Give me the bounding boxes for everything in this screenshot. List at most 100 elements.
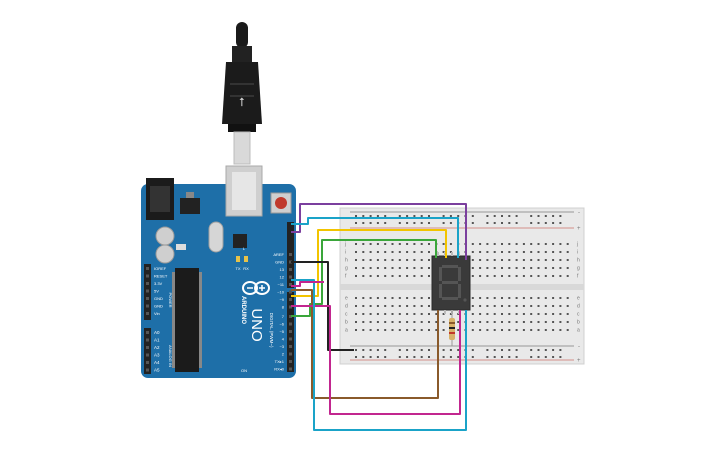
breadboard-hole[interactable] bbox=[530, 267, 533, 269]
breadboard-hole[interactable] bbox=[544, 251, 547, 253]
breadboard-hole[interactable] bbox=[449, 313, 452, 315]
rail-hole[interactable] bbox=[384, 356, 387, 358]
rail-hole[interactable] bbox=[537, 215, 540, 217]
breadboard-hole[interactable] bbox=[376, 251, 379, 253]
breadboard-hole[interactable] bbox=[552, 329, 555, 331]
rail-hole[interactable] bbox=[508, 349, 511, 351]
breadboard-hole[interactable] bbox=[376, 329, 379, 331]
digital-pin[interactable] bbox=[289, 322, 292, 326]
breadboard-hole[interactable] bbox=[566, 305, 569, 307]
breadboard-hole[interactable] bbox=[522, 267, 525, 269]
breadboard-hole[interactable] bbox=[508, 313, 511, 315]
breadboard-hole[interactable] bbox=[384, 259, 387, 261]
breadboard-hole[interactable] bbox=[355, 297, 357, 299]
breadboard-hole[interactable] bbox=[355, 243, 357, 245]
rail-hole[interactable] bbox=[355, 222, 357, 224]
breadboard-hole[interactable] bbox=[369, 321, 372, 323]
breadboard-hole[interactable] bbox=[428, 259, 430, 261]
breadboard-hole[interactable] bbox=[486, 305, 489, 307]
breadboard-hole[interactable] bbox=[362, 251, 365, 253]
breadboard-hole[interactable] bbox=[413, 267, 416, 269]
breadboard-hole[interactable] bbox=[471, 251, 474, 253]
breadboard-hole[interactable] bbox=[479, 243, 482, 245]
breadboard-hole[interactable] bbox=[391, 243, 394, 245]
breadboard-hole[interactable] bbox=[559, 313, 562, 315]
rail-hole[interactable] bbox=[508, 356, 511, 358]
breadboard-hole[interactable] bbox=[406, 259, 409, 261]
digital-pin[interactable] bbox=[289, 337, 292, 341]
breadboard-hole[interactable] bbox=[355, 313, 357, 315]
breadboard-hole[interactable] bbox=[420, 321, 423, 323]
rail-hole[interactable] bbox=[493, 222, 496, 224]
breadboard-hole[interactable] bbox=[537, 297, 540, 299]
breadboard-hole[interactable] bbox=[501, 305, 503, 307]
breadboard-hole[interactable] bbox=[501, 243, 503, 245]
breadboard-hole[interactable] bbox=[391, 305, 394, 307]
breadboard-hole[interactable] bbox=[537, 259, 540, 261]
breadboard-hole[interactable] bbox=[471, 275, 474, 277]
rail-hole[interactable] bbox=[413, 222, 416, 224]
breadboard-hole[interactable] bbox=[537, 251, 540, 253]
rail-hole[interactable] bbox=[544, 349, 547, 351]
breadboard-hole[interactable] bbox=[406, 251, 409, 253]
breadboard-hole[interactable] bbox=[501, 321, 503, 323]
rail-hole[interactable] bbox=[428, 349, 430, 351]
rail-hole[interactable] bbox=[398, 215, 401, 217]
analog-pin[interactable] bbox=[146, 338, 149, 342]
breadboard-hole[interactable] bbox=[442, 243, 445, 245]
breadboard-hole[interactable] bbox=[501, 259, 503, 261]
breadboard-hole[interactable] bbox=[420, 251, 423, 253]
power-pin[interactable] bbox=[146, 282, 149, 285]
breadboard-hole[interactable] bbox=[420, 243, 423, 245]
breadboard-hole[interactable] bbox=[566, 259, 569, 261]
breadboard-hole[interactable] bbox=[486, 313, 489, 315]
rail-hole[interactable] bbox=[530, 349, 533, 351]
breadboard-hole[interactable] bbox=[508, 267, 511, 269]
breadboard-hole[interactable] bbox=[566, 321, 569, 323]
breadboard-hole[interactable] bbox=[522, 313, 525, 315]
breadboard-hole[interactable] bbox=[384, 313, 387, 315]
rail-hole[interactable] bbox=[457, 356, 460, 358]
breadboard-hole[interactable] bbox=[544, 313, 547, 315]
rail-hole[interactable] bbox=[428, 215, 430, 217]
breadboard-hole[interactable] bbox=[493, 267, 496, 269]
breadboard-hole[interactable] bbox=[515, 329, 518, 331]
rail-hole[interactable] bbox=[413, 356, 416, 358]
breadboard-hole[interactable] bbox=[493, 259, 496, 261]
breadboard-hole[interactable] bbox=[376, 243, 379, 245]
rail-hole[interactable] bbox=[508, 222, 511, 224]
breadboard-hole[interactable] bbox=[479, 251, 482, 253]
breadboard-hole[interactable] bbox=[406, 329, 409, 331]
rail-hole[interactable] bbox=[486, 222, 489, 224]
breadboard-hole[interactable] bbox=[362, 321, 365, 323]
rail-hole[interactable] bbox=[486, 215, 489, 217]
rail-hole[interactable] bbox=[493, 349, 496, 351]
rail-hole[interactable] bbox=[552, 356, 555, 358]
rail-hole[interactable] bbox=[493, 356, 496, 358]
breadboard-hole[interactable] bbox=[486, 259, 489, 261]
breadboard-hole[interactable] bbox=[362, 305, 365, 307]
breadboard-hole[interactable] bbox=[435, 313, 438, 315]
rail-hole[interactable] bbox=[515, 222, 518, 224]
rail-hole[interactable] bbox=[471, 215, 474, 217]
breadboard-hole[interactable] bbox=[384, 251, 387, 253]
rail-hole[interactable] bbox=[515, 356, 518, 358]
breadboard-hole[interactable] bbox=[406, 275, 409, 277]
digital-pin[interactable] bbox=[289, 352, 292, 356]
breadboard-hole[interactable] bbox=[376, 305, 379, 307]
rail-hole[interactable] bbox=[384, 349, 387, 351]
breadboard-hole[interactable] bbox=[493, 313, 496, 315]
breadboard-hole[interactable] bbox=[559, 251, 562, 253]
breadboard-hole[interactable] bbox=[559, 243, 562, 245]
breadboard-hole[interactable] bbox=[544, 305, 547, 307]
rail-hole[interactable] bbox=[515, 215, 518, 217]
breadboard-hole[interactable] bbox=[369, 259, 372, 261]
rail-hole[interactable] bbox=[420, 349, 423, 351]
breadboard-hole[interactable] bbox=[420, 259, 423, 261]
rail-hole[interactable] bbox=[384, 222, 387, 224]
rail-hole[interactable] bbox=[552, 215, 555, 217]
digital-pin[interactable] bbox=[289, 260, 292, 264]
breadboard-hole[interactable] bbox=[566, 251, 569, 253]
breadboard-hole[interactable] bbox=[537, 329, 540, 331]
breadboard-hole[interactable] bbox=[522, 243, 525, 245]
